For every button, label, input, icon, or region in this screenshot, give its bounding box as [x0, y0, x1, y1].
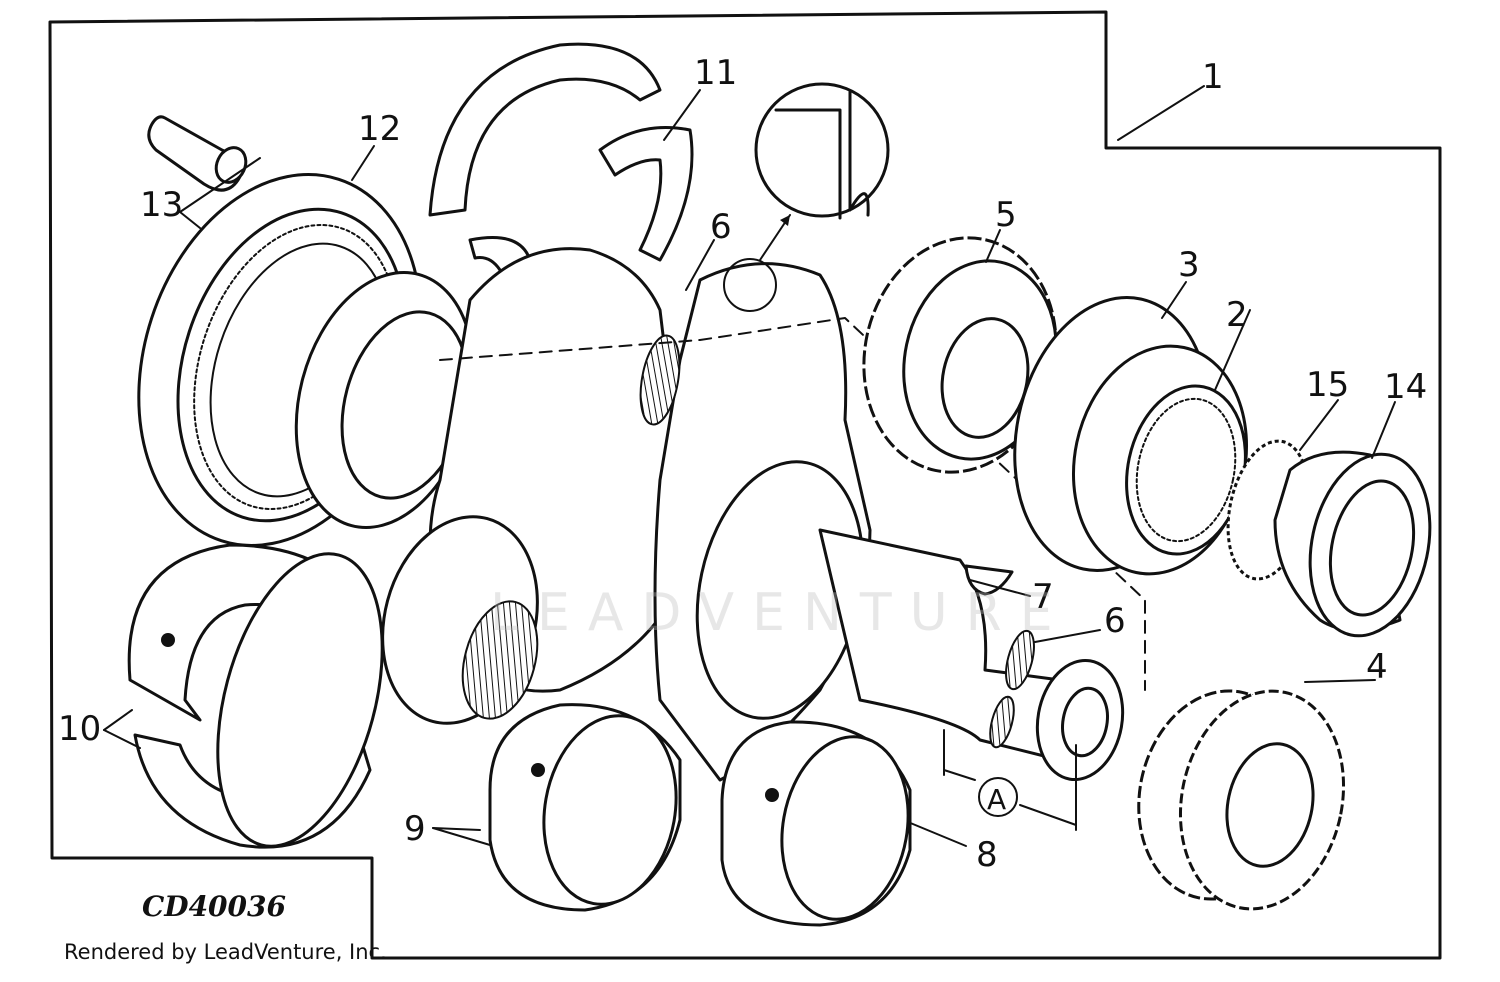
- dimension-a-label: A: [987, 783, 1006, 816]
- woodruff-key: [964, 564, 1014, 596]
- callout-13: 13: [140, 185, 183, 225]
- watermark: LEADVENTURE: [490, 583, 1071, 643]
- dimension-a: [943, 729, 1077, 831]
- callout-9: 9: [404, 809, 426, 849]
- crankshaft: [294, 247, 1146, 782]
- callout-6-upper: 6: [710, 207, 732, 247]
- callout-8: 8: [976, 835, 998, 875]
- figure-id: CD40036: [142, 890, 286, 923]
- callout-5: 5: [995, 195, 1017, 235]
- callout-7: 7: [1032, 577, 1054, 617]
- dowel-pin: [147, 115, 248, 192]
- oil-pump-drive-gear: [1137, 689, 1346, 911]
- callout-1: 1: [1202, 57, 1224, 97]
- callout-2: 2: [1226, 295, 1248, 335]
- detail-circle: [723, 82, 890, 312]
- callout-labels: 1 2 3 4 5 6 6 7 8 9 10 11 12 13 14 15 A: [58, 53, 1427, 875]
- callout-3: 3: [1178, 245, 1200, 285]
- callout-6-lower: 6: [1104, 601, 1126, 641]
- main-bearing: [488, 703, 682, 912]
- callout-12: 12: [358, 109, 401, 149]
- spacer: [1273, 450, 1432, 638]
- rear-main-bearing: [127, 543, 384, 849]
- callout-4: 4: [1366, 647, 1388, 687]
- callout-11: 11: [694, 53, 737, 93]
- render-credit: Rendered by LeadVenture, Inc.: [64, 940, 387, 964]
- callout-10: 10: [58, 709, 101, 749]
- callout-14: 14: [1384, 367, 1427, 407]
- front-main-bearing: [720, 720, 912, 927]
- frame-outline: [48, 10, 1442, 960]
- leader-lines: [103, 85, 1396, 847]
- callout-15: 15: [1306, 365, 1349, 405]
